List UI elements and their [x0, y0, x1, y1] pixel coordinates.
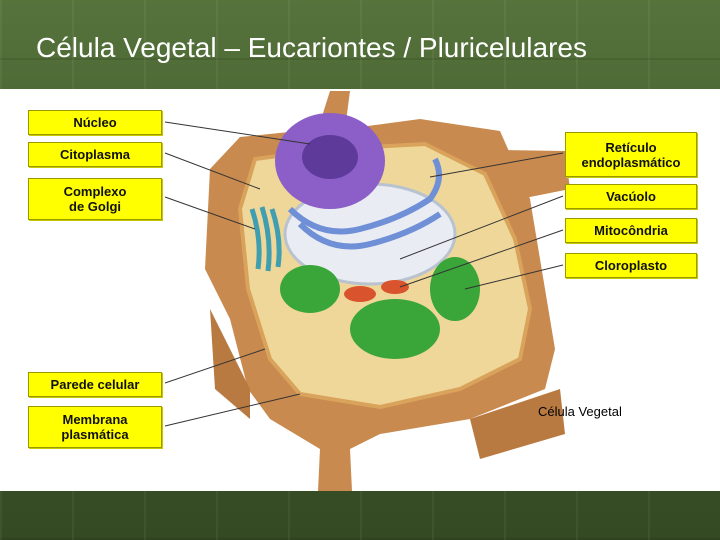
- label-nucleo: Núcleo: [28, 110, 162, 135]
- label-citoplasma-text: Citoplasma: [59, 147, 131, 162]
- chloroplasts: [280, 257, 480, 359]
- label-golgi-line1: Complexo: [63, 184, 127, 199]
- label-reticulo-endoplasmatico: Retículo endoplasmático: [565, 132, 697, 177]
- label-membrana-line1: Membrana: [62, 412, 128, 427]
- label-nucleo-text: Núcleo: [73, 115, 117, 130]
- label-complexo-de-golgi: Complexo de Golgi: [28, 178, 162, 220]
- label-cloroplasto: Cloroplasto: [565, 253, 697, 278]
- diagram-caption: Célula Vegetal: [538, 404, 622, 419]
- leader-lines: [164, 121, 564, 427]
- label-parede-text: Parede celular: [50, 377, 140, 392]
- label-vacuolo: Vacúolo: [565, 184, 697, 209]
- plasma-membrane: [237, 141, 533, 410]
- label-mitocondria: Mitocôndria: [565, 218, 697, 243]
- golgi-apparatus: [249, 206, 282, 272]
- label-parede-celular: Parede celular: [28, 372, 162, 397]
- label-citoplasma: Citoplasma: [28, 142, 162, 167]
- label-mitocondria-text: Mitocôndria: [594, 223, 668, 238]
- label-golgi-line2: de Golgi: [69, 199, 121, 214]
- label-vacuolo-text: Vacúolo: [606, 189, 656, 204]
- label-membrana-plasmatica: Membrana plasmática: [28, 406, 162, 448]
- slide-title: Célula Vegetal – Eucariontes / Pluricelu…: [36, 32, 587, 63]
- mitochondria: [344, 280, 409, 302]
- nucleus: [275, 113, 385, 209]
- plant-cell-illustration: [164, 91, 570, 491]
- label-cloroplasto-text: Cloroplasto: [594, 258, 668, 273]
- label-reticulo-line2: endoplasmático: [581, 154, 681, 170]
- label-reticulo-line1: Retículo: [605, 139, 657, 155]
- endoplasmic-reticulum: [287, 157, 442, 250]
- label-membrana-line2: plasmática: [61, 427, 129, 442]
